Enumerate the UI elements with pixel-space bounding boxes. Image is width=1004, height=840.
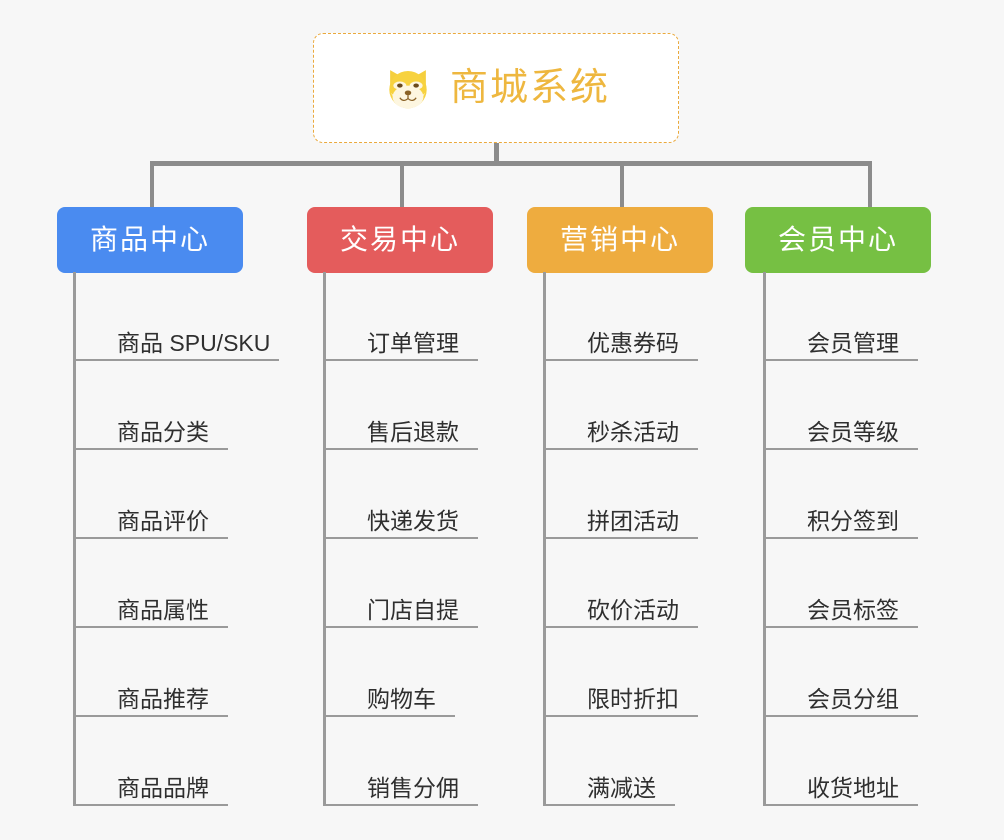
leaf-item-商品属性[interactable]: 商品属性	[73, 539, 228, 628]
leaf-item-label: 会员标签	[807, 597, 899, 623]
leaf-item-label: 购物车	[367, 686, 436, 712]
leaf-underline	[543, 537, 698, 539]
leaf-underline	[763, 537, 918, 539]
dog-face-icon	[382, 62, 434, 114]
leaf-underline	[73, 537, 228, 539]
category-box-商品中心[interactable]: 商品中心	[57, 207, 243, 273]
category-label: 交易中心	[339, 224, 460, 255]
leaf-item-收货地址[interactable]: 收货地址	[763, 717, 918, 806]
leaf-underline	[73, 804, 228, 806]
leaf-spine	[763, 272, 766, 806]
leaf-underline	[323, 715, 455, 717]
leaf-item-label: 商品评价	[117, 508, 209, 534]
leaf-item-label: 会员管理	[807, 330, 899, 356]
leaf-item-label: 收货地址	[807, 775, 899, 801]
leaf-underline	[73, 626, 228, 628]
leaf-item-购物车[interactable]: 购物车	[323, 628, 455, 717]
leaf-underline	[323, 448, 478, 450]
leaf-underline	[763, 715, 918, 717]
category-label: 会员中心	[777, 224, 898, 255]
leaf-item-商品推荐[interactable]: 商品推荐	[73, 628, 228, 717]
leaf-item-label: 销售分佣	[367, 775, 459, 801]
root-node-label: 商城系统	[449, 67, 610, 109]
leaf-item-商品评价[interactable]: 商品评价	[73, 450, 228, 539]
leaf-underline	[543, 359, 698, 361]
leaf-item-label: 商品属性	[117, 597, 209, 623]
leaf-item-label: 门店自提	[367, 597, 459, 623]
leaf-item-会员管理[interactable]: 会员管理	[763, 272, 918, 361]
leaf-underline	[73, 448, 228, 450]
leaf-underline	[323, 359, 478, 361]
leaf-item-订单管理[interactable]: 订单管理	[323, 272, 478, 361]
leaf-underline	[323, 804, 478, 806]
leaf-item-商品分类[interactable]: 商品分类	[73, 361, 228, 450]
leaf-underline	[543, 626, 698, 628]
leaf-item-label: 积分签到	[807, 508, 899, 534]
leaf-item-label: 订单管理	[367, 330, 459, 356]
connector-drop-交易中心	[400, 161, 404, 207]
connector-drop-营销中心	[620, 161, 624, 207]
leaf-item-砍价活动[interactable]: 砍价活动	[543, 539, 698, 628]
leaf-spine	[73, 272, 76, 806]
leaf-underline	[763, 359, 918, 361]
category-box-营销中心[interactable]: 营销中心	[527, 207, 713, 273]
leaf-item-销售分佣[interactable]: 销售分佣	[323, 717, 478, 806]
leaf-item-秒杀活动[interactable]: 秒杀活动	[543, 361, 698, 450]
leaf-item-label: 满减送	[587, 775, 656, 801]
leaf-underline	[543, 715, 698, 717]
leaf-item-label: 商品推荐	[117, 686, 209, 712]
leaf-underline	[763, 626, 918, 628]
leaf-item-label: 商品品牌	[117, 775, 209, 801]
leaf-item-label: 商品 SPU/SKU	[117, 330, 271, 356]
leaf-underline	[73, 715, 228, 717]
leaf-item-会员标签[interactable]: 会员标签	[763, 539, 918, 628]
leaf-item-优惠券码[interactable]: 优惠券码	[543, 272, 698, 361]
leaf-item-label: 商品分类	[117, 419, 209, 445]
leaf-underline	[763, 448, 918, 450]
leaf-item-门店自提[interactable]: 门店自提	[323, 539, 478, 628]
category-label: 营销中心	[559, 224, 680, 255]
leaf-spine	[323, 272, 326, 806]
category-label: 商品中心	[89, 224, 210, 255]
leaf-item-label: 快递发货	[367, 508, 459, 534]
leaf-item-满减送[interactable]: 满减送	[543, 717, 675, 806]
leaf-underline	[543, 448, 698, 450]
leaf-item-商品品牌[interactable]: 商品品牌	[73, 717, 228, 806]
leaf-item-label: 限时折扣	[587, 686, 679, 712]
connector-drop-会员中心	[868, 161, 872, 207]
connector-drop-商品中心	[150, 161, 154, 207]
connector-root-trunk	[494, 143, 499, 164]
leaf-underline	[763, 804, 918, 806]
leaf-item-label: 售后退款	[367, 419, 459, 445]
leaf-item-label: 拼团活动	[587, 508, 679, 534]
leaf-underline	[323, 537, 478, 539]
leaf-item-会员等级[interactable]: 会员等级	[763, 361, 918, 450]
leaf-item-快递发货[interactable]: 快递发货	[323, 450, 478, 539]
leaf-item-label: 会员等级	[807, 419, 899, 445]
connector-horizontal-bus	[150, 161, 872, 166]
leaf-item-会员分组[interactable]: 会员分组	[763, 628, 918, 717]
category-box-交易中心[interactable]: 交易中心	[307, 207, 493, 273]
leaf-item-label: 砍价活动	[587, 597, 679, 623]
leaf-underline	[323, 626, 478, 628]
leaf-item-label: 秒杀活动	[587, 419, 679, 445]
leaf-item-label: 优惠券码	[587, 330, 679, 356]
leaf-item-限时折扣[interactable]: 限时折扣	[543, 628, 698, 717]
category-box-会员中心[interactable]: 会员中心	[745, 207, 931, 273]
leaf-underline	[543, 804, 675, 806]
leaf-item-拼团活动[interactable]: 拼团活动	[543, 450, 698, 539]
leaf-underline	[73, 359, 279, 361]
leaf-item-商品-spu-sku[interactable]: 商品 SPU/SKU	[73, 272, 279, 361]
leaf-item-label: 会员分组	[807, 686, 899, 712]
leaf-spine	[543, 272, 546, 806]
leaf-item-售后退款[interactable]: 售后退款	[323, 361, 478, 450]
root-node-商城系统[interactable]: 商城系统	[313, 33, 679, 143]
leaf-item-积分签到[interactable]: 积分签到	[763, 450, 918, 539]
